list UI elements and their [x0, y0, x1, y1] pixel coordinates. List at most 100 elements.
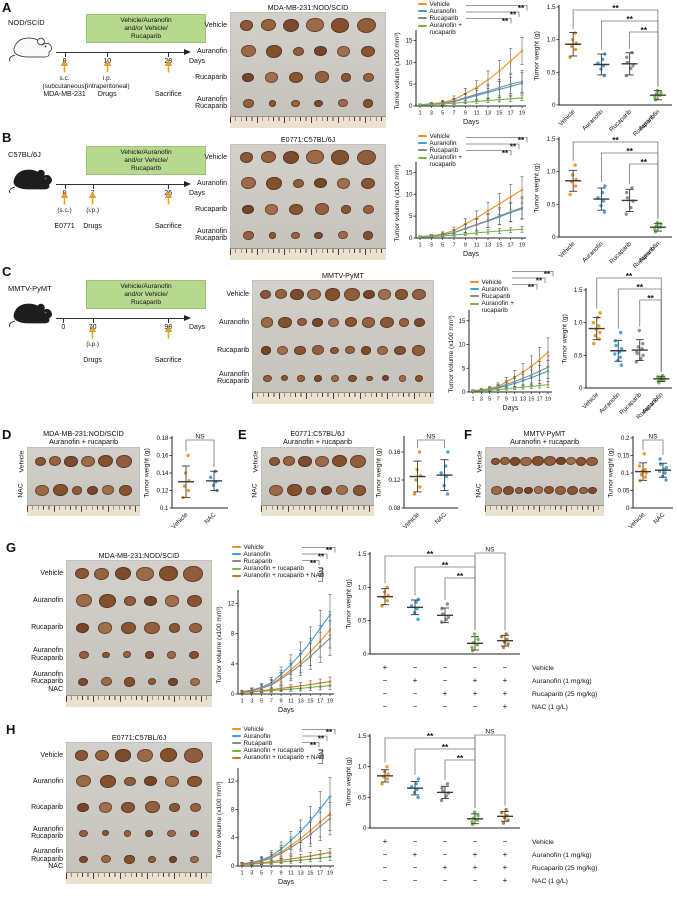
- svg-text:Days: Days: [463, 119, 479, 126]
- svg-text:Days: Days: [278, 879, 294, 886]
- tumor-image: [366, 375, 374, 382]
- tumor-image: [491, 485, 502, 495]
- tumor-row: [252, 308, 434, 336]
- tumor-image: [79, 829, 89, 838]
- svg-text:11: 11: [512, 397, 518, 403]
- legend-label-line: Auranofin: [429, 8, 457, 16]
- tumor-image: [314, 203, 330, 216]
- tumor-image: [189, 677, 200, 686]
- svg-text:+: +: [413, 676, 418, 685]
- photo-row-label: Vehicle: [250, 447, 261, 476]
- tumor-image: [340, 73, 352, 82]
- tumor-image: [165, 776, 179, 787]
- photo-subtitle: Auranofin + rucaparib: [49, 437, 118, 447]
- legend-label-line: rucaparib: [429, 161, 456, 169]
- svg-text:−: −: [443, 663, 448, 672]
- tumor-image: [239, 19, 254, 31]
- legend-label-line: Vehicle: [243, 544, 264, 551]
- photo-row-label-line: Auranofin: [219, 370, 249, 378]
- svg-text:Rucaparib: Rucaparib: [632, 245, 657, 270]
- event-arrow-icon: [89, 325, 97, 339]
- photo-title: MMTV-PyMT: [523, 429, 566, 438]
- tumor-image: [144, 651, 154, 659]
- legend-label-line: Auranofin: [429, 140, 457, 148]
- event-arrow-icon: [103, 59, 111, 73]
- timeline-tick-label: 0: [61, 324, 66, 331]
- tumor-image: [189, 650, 200, 660]
- tumor-image: [64, 455, 78, 467]
- svg-text:7: 7: [452, 243, 455, 249]
- legend-dash-icon: [470, 302, 479, 305]
- photo-row-label-text: Vehicle: [476, 450, 484, 473]
- svg-text:15: 15: [496, 243, 502, 249]
- timeline-tick: [168, 52, 170, 57]
- panel-letter-D: D: [2, 427, 12, 442]
- timeline-axis: [56, 184, 184, 186]
- panel-letter-E: E: [238, 427, 247, 442]
- svg-text:−: −: [383, 850, 388, 859]
- svg-text:0.2: 0.2: [621, 435, 630, 442]
- tumor-image: [291, 231, 300, 239]
- legend-item: Auranofin + rucaparib: [232, 565, 324, 572]
- tumor-image: [76, 802, 89, 813]
- tumor-image: [330, 17, 350, 33]
- mouse-icon: [9, 169, 53, 194]
- svg-text:1: 1: [418, 111, 421, 117]
- tumor-image: [35, 484, 49, 496]
- svg-text:10: 10: [459, 342, 466, 349]
- tumor-image: [292, 46, 304, 57]
- tumor-row: [261, 476, 374, 505]
- photo-row-label-line: Auranofin: [33, 848, 63, 856]
- tumor-photo: [230, 144, 386, 261]
- timeline-arrowhead-icon: [184, 49, 191, 56]
- tumor-image: [124, 776, 136, 787]
- legend-item: Auranofin +rucaparib: [470, 300, 514, 314]
- tumor-image: [159, 566, 178, 582]
- tumor-row: [252, 364, 434, 392]
- photo-row-label-line: Auranofin: [197, 95, 227, 103]
- svg-text:15: 15: [528, 397, 534, 403]
- tumor-image: [94, 749, 109, 762]
- svg-text:NS: NS: [648, 434, 658, 441]
- timeline-event-label: s.c.: [59, 75, 70, 82]
- svg-text:NAC: NAC: [434, 511, 449, 526]
- photo-title: MDA-MB-231:NOD/SCID: [43, 429, 124, 438]
- legend-dash-icon: [418, 17, 427, 20]
- treatment-box-line: and/or Vehicle/: [124, 24, 168, 32]
- tumor-image: [289, 71, 304, 83]
- svg-text:11: 11: [288, 871, 294, 877]
- tumor-image: [124, 595, 137, 606]
- svg-text:5: 5: [409, 81, 413, 88]
- svg-text:0.12: 0.12: [156, 488, 169, 495]
- panel-letter-C: C: [2, 264, 12, 279]
- photo-row-label: Rucaparib: [12, 614, 66, 641]
- legend-label-line: Vehicle: [429, 1, 450, 8]
- svg-text:Tumor weight (g): Tumor weight (g): [346, 757, 353, 807]
- svg-text:Tumor weight (g): Tumor weight (g): [346, 579, 353, 629]
- photo-row-label: NAC: [474, 476, 485, 505]
- legend-label: Auranofin +rucaparib: [430, 154, 462, 168]
- legend-label: Rucaparib: [430, 15, 459, 22]
- svg-text:**: **: [518, 4, 525, 13]
- svg-text:15: 15: [406, 169, 413, 176]
- legend-item: Vehicle: [418, 133, 462, 140]
- ruler-image: [230, 116, 386, 129]
- tumor-image: [137, 748, 154, 762]
- tumor-image: [306, 18, 324, 33]
- svg-text:1.5: 1.5: [358, 551, 367, 558]
- legend-label-line: Auranofin: [481, 286, 509, 294]
- svg-text:0.5: 0.5: [547, 201, 556, 208]
- legend-item: Rucaparib: [232, 558, 324, 565]
- svg-text:NS: NS: [426, 434, 436, 441]
- photo-row-label-line: Rucaparib: [195, 73, 227, 81]
- legend-dash-icon: [470, 288, 479, 291]
- tumor-image: [123, 677, 136, 687]
- tumor-row: [66, 560, 212, 587]
- legend-label: Auranofin +rucaparib: [482, 300, 514, 314]
- tumor-image: [307, 288, 322, 301]
